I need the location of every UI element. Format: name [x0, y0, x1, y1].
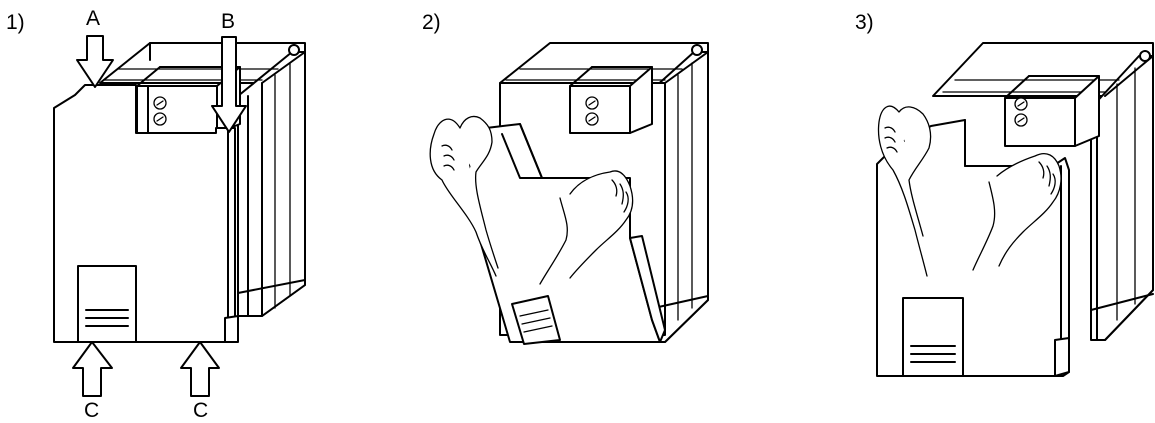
arrow-a: [76, 35, 114, 88]
arrow-a-label: A: [86, 7, 101, 30]
arrow-b-label: B: [221, 10, 236, 33]
step-1-panel: 1): [0, 0, 330, 423]
arrow-b: [211, 36, 247, 133]
left-hand: [429, 115, 499, 277]
step-2-label: 2): [422, 11, 441, 34]
inverter-housing: [932, 42, 1154, 341]
right-hand: [539, 170, 634, 285]
step-3-label: 3): [855, 11, 874, 34]
arrow-c-left: [72, 341, 113, 397]
front-cover: [53, 84, 239, 343]
operation-panel: [1004, 75, 1100, 147]
step-1-figure: [53, 35, 306, 397]
step-1-label: 1): [6, 11, 25, 34]
step-3-figure: [876, 42, 1154, 377]
right-hand: [972, 152, 1062, 271]
arrow-c-right: [180, 341, 220, 397]
operation-panel: [569, 66, 653, 134]
step-2-panel: 2): [420, 0, 720, 423]
arrow-c-right-label: C: [193, 399, 209, 422]
step-3-panel: 3): [855, 0, 1155, 423]
arrow-c-left-label: C: [84, 399, 100, 422]
step-2-figure: [429, 42, 709, 345]
left-hand: [877, 105, 932, 277]
inverter-housing: [99, 42, 306, 317]
